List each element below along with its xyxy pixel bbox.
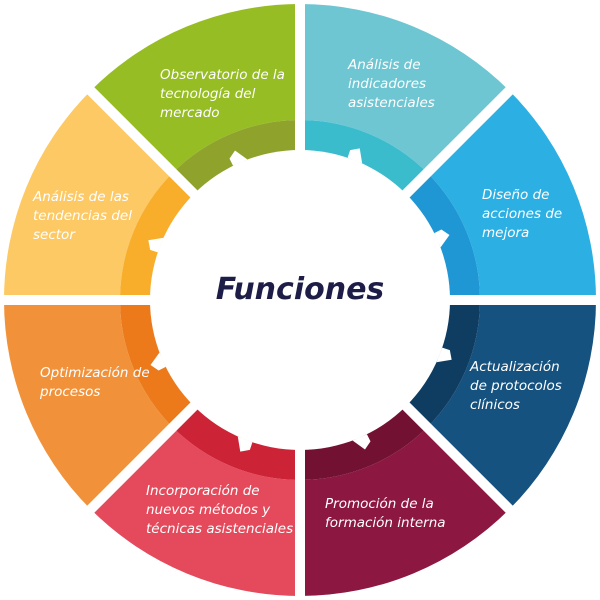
segment-label-observatorio-tecnologia: Observatorio de la tecnología del mercad… (160, 67, 285, 121)
segment-inner-band-2 (398, 300, 480, 428)
gear-notch (434, 229, 450, 248)
segment-label-actualizacion-protocolos: Actualización de protocolos clínicos (470, 359, 562, 413)
segment-label-optimizacion-procesos: Optimización de procesos (40, 365, 150, 400)
segment-5 (4, 300, 173, 510)
gear-notch (229, 150, 248, 166)
gear-notch (347, 148, 363, 164)
segment-label-promocion-formacion: Promoción de la formación interna (325, 496, 446, 531)
segment-label-analisis-indicadores: Análisis de indicadores asistenciales (348, 57, 435, 111)
segment-label-incorporacion-metodos: Incorporación de nuevos métodos y técnic… (146, 483, 294, 537)
segment-inner-band-6 (120, 172, 202, 300)
center-circle (150, 150, 450, 450)
gear-notch (148, 237, 164, 253)
segment-0 (300, 4, 510, 173)
segment-label-analisis-tendencias: Análisis de las tendencias del sector (33, 189, 132, 243)
segment-3 (300, 427, 510, 596)
segment-4 (90, 427, 300, 596)
segment-label-diseno-acciones: Diseño de acciones de mejora (482, 187, 563, 241)
segment-7 (90, 4, 300, 173)
gear-notch (436, 347, 452, 363)
segment-inner-band-0 (300, 120, 428, 202)
segment-inner-band-4 (172, 398, 300, 480)
gear-notch (150, 352, 166, 371)
segment-1 (427, 90, 596, 300)
gear-notch (237, 436, 253, 452)
gear-notch (352, 434, 371, 450)
segment-6 (4, 90, 173, 300)
segment-2 (427, 300, 596, 510)
center-title: Funciones (215, 272, 385, 307)
